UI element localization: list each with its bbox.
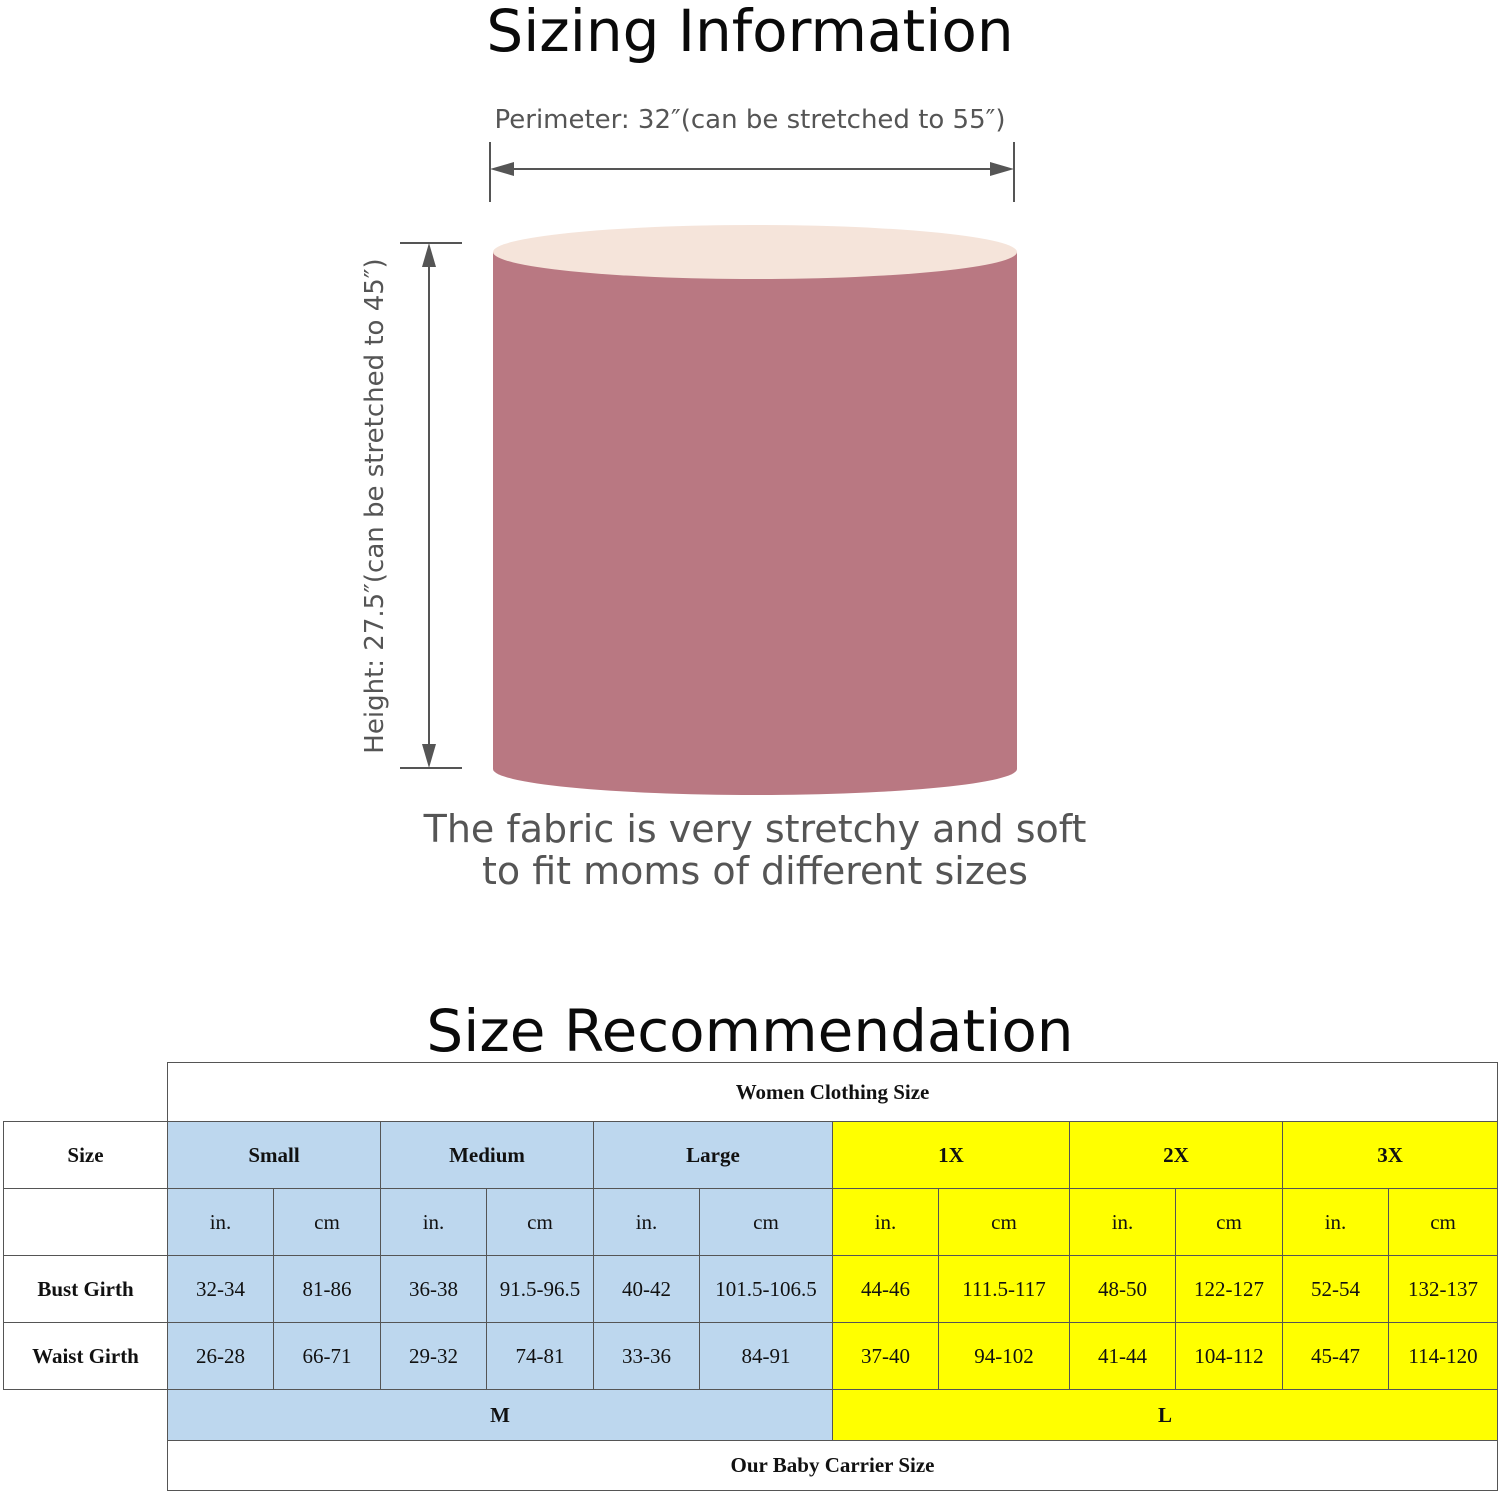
empty-cell bbox=[3, 1389, 168, 1441]
table-cell: 45-47 bbox=[1282, 1322, 1389, 1390]
table-cell: 94-102 bbox=[938, 1322, 1070, 1390]
table-cell: 44-46 bbox=[832, 1255, 939, 1323]
table-cell: 32-34 bbox=[167, 1255, 274, 1323]
size-3x: 3X bbox=[1281, 1121, 1499, 1189]
table-cell: 36-38 bbox=[380, 1255, 487, 1323]
table-cell: 91.5-96.5 bbox=[486, 1255, 594, 1323]
table-cell: 26-28 bbox=[167, 1322, 274, 1390]
table-cell: 104-112 bbox=[1175, 1322, 1283, 1390]
row-label-waist-girth: Waist Girth bbox=[3, 1322, 168, 1390]
unit-cm: cm bbox=[486, 1188, 594, 1256]
size-large: Large bbox=[593, 1121, 833, 1189]
unit-cm: cm bbox=[273, 1188, 381, 1256]
unit-cm: cm bbox=[699, 1188, 833, 1256]
unit-in: in. bbox=[1282, 1188, 1389, 1256]
size-header: Size bbox=[3, 1121, 168, 1189]
table-cell: 41-44 bbox=[1069, 1322, 1176, 1390]
carrier-size-m: M bbox=[167, 1389, 833, 1441]
empty-cell bbox=[3, 1062, 168, 1122]
size-medium: Medium bbox=[380, 1121, 594, 1189]
women-clothing-size-header: Women Clothing Size bbox=[166, 1062, 1499, 1122]
empty-cell bbox=[3, 1440, 168, 1491]
table-row: Bust Girth 32-34 81-86 36-38 91.5-96.5 4… bbox=[3, 1255, 1499, 1323]
table-cell: 66-71 bbox=[273, 1322, 381, 1390]
table-cell: 84-91 bbox=[699, 1322, 833, 1390]
unit-cm: cm bbox=[1387, 1188, 1499, 1256]
perimeter-label: Perimeter: 32″(can be stretched to 55″) bbox=[494, 105, 1006, 135]
table-cell: 114-120 bbox=[1387, 1322, 1499, 1390]
unit-in: in. bbox=[593, 1188, 700, 1256]
table-cell: 52-54 bbox=[1282, 1255, 1389, 1323]
unit-cm: cm bbox=[1175, 1188, 1283, 1256]
stretch-message-line-1: The fabric is very stretchy and soft bbox=[423, 807, 1087, 851]
unit-in: in. bbox=[167, 1188, 274, 1256]
unit-row-label bbox=[3, 1188, 168, 1256]
height-dimension bbox=[400, 242, 462, 769]
row-label-bust-girth: Bust Girth bbox=[3, 1255, 168, 1323]
table-cell: 101.5-106.5 bbox=[699, 1255, 833, 1323]
unit-in: in. bbox=[380, 1188, 487, 1256]
table-cell: 33-36 bbox=[593, 1322, 700, 1390]
height-label: Height: 27.5″(can be stretched to 45″) bbox=[360, 258, 390, 754]
carrier-size-footer: Our Baby Carrier Size bbox=[166, 1440, 1499, 1491]
table-cell: 37-40 bbox=[832, 1322, 939, 1390]
table-cell: 122-127 bbox=[1175, 1255, 1283, 1323]
cylinder-diagram bbox=[400, 142, 1017, 795]
size-1x: 1X bbox=[832, 1121, 1070, 1189]
size-recommendation-title: Size Recommendation bbox=[426, 997, 1074, 1065]
table-row: Waist Girth 26-28 66-71 29-32 74-81 33-3… bbox=[3, 1322, 1499, 1390]
sizing-title: Sizing Information bbox=[486, 0, 1014, 65]
size-small: Small bbox=[167, 1121, 381, 1189]
table-cell: 40-42 bbox=[593, 1255, 700, 1323]
stretch-message-line-2: to fit moms of different sizes bbox=[482, 849, 1028, 893]
stretch-message: The fabric is very stretchy and soft to … bbox=[300, 808, 1210, 892]
size-2x: 2X bbox=[1069, 1121, 1283, 1189]
table-cell: 81-86 bbox=[273, 1255, 381, 1323]
unit-in: in. bbox=[1069, 1188, 1176, 1256]
size-table: Women Clothing Size Size Small Medium La… bbox=[3, 1062, 1499, 1491]
cylinder-body bbox=[493, 252, 1017, 795]
unit-cm: cm bbox=[938, 1188, 1070, 1256]
table-cell: 48-50 bbox=[1069, 1255, 1176, 1323]
carrier-size-l: L bbox=[831, 1389, 1499, 1441]
table-cell: 29-32 bbox=[380, 1322, 487, 1390]
unit-in: in. bbox=[832, 1188, 939, 1256]
table-cell: 132-137 bbox=[1387, 1255, 1499, 1323]
table-cell: 111.5-117 bbox=[938, 1255, 1070, 1323]
perimeter-dimension bbox=[489, 142, 1015, 202]
cylinder-top bbox=[493, 225, 1017, 279]
table-cell: 74-81 bbox=[486, 1322, 594, 1390]
